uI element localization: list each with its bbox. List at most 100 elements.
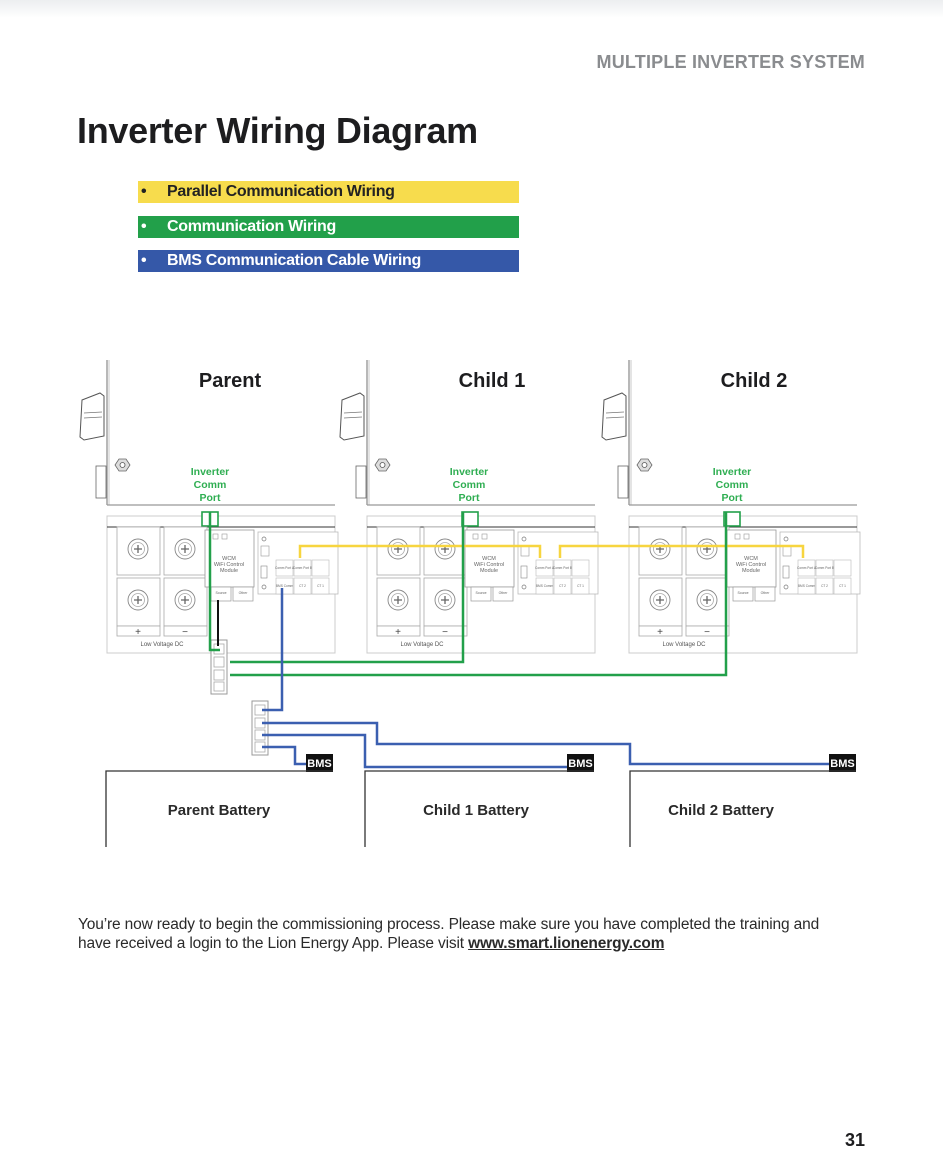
svg-text:CT 1: CT 1 [839, 584, 846, 588]
board-port [571, 577, 590, 595]
port-label-parent: Inverter Comm Port [191, 466, 230, 504]
comm-wire-child1 [230, 512, 465, 664]
svg-text:BMS Comm: BMS Comm [276, 584, 294, 588]
terminal-plus-label: + [395, 627, 401, 638]
svg-text:BMS Comm: BMS Comm [536, 584, 554, 588]
board-port [571, 559, 590, 577]
wcm-label: WCM [482, 556, 496, 562]
bms-junction-block [251, 700, 269, 756]
board-port [553, 559, 572, 577]
wcm-label: WCM [222, 556, 236, 562]
svg-text:Source: Source [475, 591, 486, 595]
inverter-comm-port [723, 511, 741, 527]
wcm-label: Module [220, 568, 238, 574]
board-port [293, 577, 312, 595]
wcm-label: WiFi Control [736, 562, 766, 568]
svg-text:CT 1: CT 1 [317, 584, 324, 588]
board-port [535, 577, 554, 595]
instructions-paragraph: You’re now ready to begin the commission… [78, 915, 838, 953]
section-header: MULTIPLE INVERTER SYSTEM [596, 52, 865, 72]
latch-icon [339, 392, 365, 441]
legend-bms-communication: • BMS Communication Cable Wiring [138, 250, 519, 272]
wires [208, 512, 829, 769]
legend-label: BMS Communication Cable Wiring [167, 252, 421, 269]
page-number: 31 [844, 1130, 865, 1150]
board-port [833, 577, 852, 595]
page-top-shadow [0, 0, 943, 18]
legend-label: Communication Wiring [167, 217, 336, 235]
svg-text:CT 2: CT 2 [299, 584, 306, 588]
page-title: Inverter Wiring Diagram [77, 110, 478, 151]
board-port [553, 577, 572, 595]
battery-label: Child 1 Battery [423, 802, 530, 819]
bms-tag-text: BMS [307, 758, 331, 770]
svg-text:Comm Port A: Comm Port A [275, 566, 295, 570]
port-label-line: Inverter [450, 466, 489, 478]
bms-tag-parent: BMS [306, 754, 333, 772]
hinge-icon [617, 465, 629, 499]
board-port [797, 577, 816, 595]
svg-text:Comm Port B: Comm Port B [815, 566, 834, 570]
bms-wire-child1-battery [262, 733, 567, 769]
svg-text:Other: Other [761, 591, 771, 595]
port-label-line: Comm [716, 479, 749, 491]
bullet-icon: • [141, 217, 147, 235]
terminal-minus-label: − [182, 627, 188, 638]
svg-text:CT 2: CT 2 [821, 584, 828, 588]
port-label-line: Comm [453, 479, 486, 491]
hinge-icon [95, 465, 107, 499]
wcm-label: WCM [744, 556, 758, 562]
battery-label: Child 2 Battery [668, 802, 775, 819]
bullet-icon: • [141, 183, 147, 200]
wiring-legend: • Parallel Communication Wiring • Commun… [138, 181, 519, 285]
board-port [815, 559, 834, 577]
comm-wire-parent [208, 512, 220, 652]
svg-text:Comm Port A: Comm Port A [535, 566, 555, 570]
comm-wire-child2 [230, 512, 728, 677]
battery-child-1: Child 1 Battery [364, 770, 594, 847]
battery-child-2: Child 2 Battery [629, 770, 856, 847]
port-label-child-1: Inverter Comm Port [450, 466, 489, 504]
wcm-label: Module [742, 568, 760, 574]
low-voltage-dc-label: Low Voltage DC [400, 642, 444, 648]
hinge-icon [355, 465, 367, 499]
instructions-text: You’re now ready to begin the commission… [78, 916, 820, 952]
board-port [797, 559, 816, 577]
legend-label: Parallel Communication Wiring [167, 183, 395, 200]
latch-icon [601, 392, 627, 441]
svg-text:BMS Comm: BMS Comm [798, 584, 816, 588]
svg-text:Comm Port A: Comm Port A [797, 566, 817, 570]
svg-text:Other: Other [499, 591, 509, 595]
svg-text:Comm Port B: Comm Port B [293, 566, 312, 570]
wcm-label: WiFi Control [214, 562, 244, 568]
other-comm-port [492, 586, 514, 602]
port-label-line: Inverter [713, 466, 752, 478]
port-label-line: Port [200, 492, 222, 504]
board-port [293, 559, 312, 577]
wcm-module [726, 529, 777, 588]
lion-energy-link[interactable]: www.smart.lionenergy.com [468, 935, 665, 952]
comm-junction-block [210, 639, 228, 695]
bms-tag-child-1: BMS [567, 754, 594, 772]
bms-tag-text: BMS [830, 758, 854, 770]
bms-wire-child2-battery [262, 721, 829, 766]
low-voltage-dc-label: Low Voltage DC [140, 642, 184, 648]
low-voltage-dc-label: Low Voltage DC [662, 642, 706, 648]
parallel-wire-child1-child2 [558, 544, 805, 558]
board-port [535, 559, 554, 577]
source-comm-port [470, 586, 492, 602]
unit-title-parent: Parent [199, 370, 262, 392]
svg-text:CT 2: CT 2 [559, 584, 566, 588]
svg-text:Other: Other [239, 591, 249, 595]
terminal-plus-label: + [135, 627, 141, 638]
port-label-line: Inverter [191, 466, 230, 478]
legend-communication: • Communication Wiring [138, 215, 519, 238]
bms-tag-child-2: BMS [829, 754, 856, 772]
battery-parent: Parent Battery [105, 770, 333, 847]
legend-parallel-communication: • Parallel Communication Wiring [138, 181, 519, 203]
unit-title-child-1: Child 1 [459, 370, 526, 392]
dc-terminal [376, 577, 421, 627]
